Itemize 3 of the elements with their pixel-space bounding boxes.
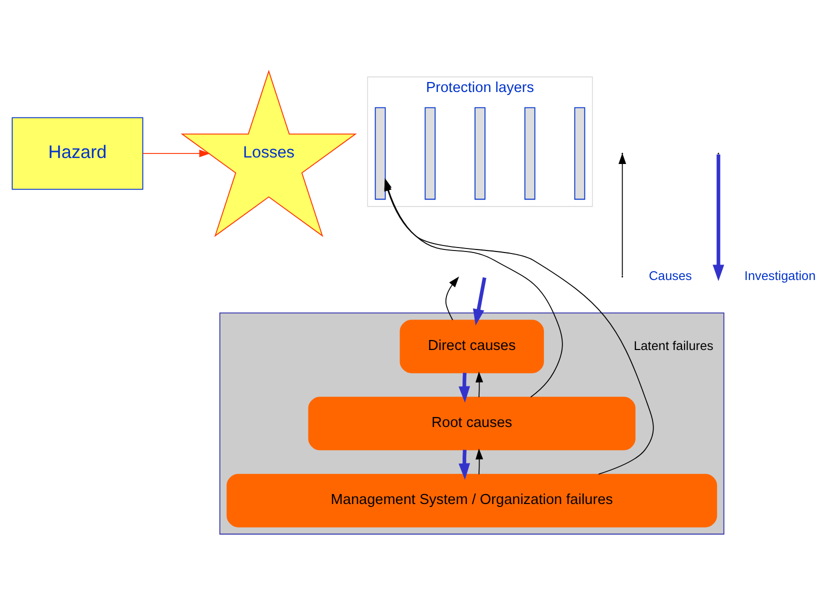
legend-label: Causes [648,269,692,284]
legend-label: Investigation [744,269,816,284]
edge-label: Latent failures [634,338,714,353]
